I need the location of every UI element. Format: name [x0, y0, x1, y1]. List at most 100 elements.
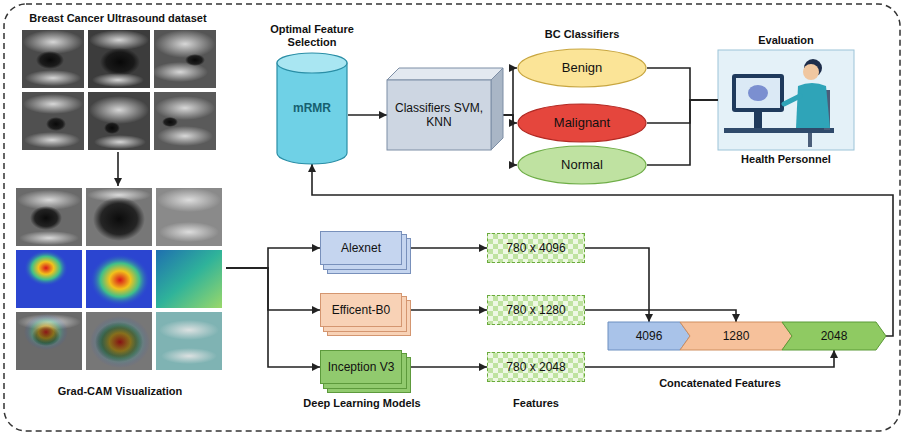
- node-text: Classifiers SVM, KNN: [387, 101, 491, 130]
- gradcam-input: [16, 188, 82, 246]
- heat-spot: [24, 314, 68, 350]
- tissue: [161, 348, 217, 364]
- feature-box: 780 x 2048: [487, 352, 585, 382]
- chair-leg: [808, 133, 812, 147]
- feature-box: 780 x 1280: [487, 295, 585, 325]
- brain-icon: [748, 85, 768, 101]
- node-text: Benign: [562, 60, 602, 76]
- overlay-image: [86, 312, 152, 370]
- lesion: [100, 48, 140, 76]
- node-text: Inception V3: [328, 360, 395, 374]
- tissue: [19, 231, 79, 245]
- lesion: [162, 117, 178, 127]
- connector: [117, 152, 119, 186]
- connector: [226, 268, 320, 367]
- ultrasound-image: [88, 30, 150, 88]
- evaluation-picture: [718, 50, 854, 150]
- person-head: [803, 64, 819, 80]
- ellipse-outline: [518, 146, 646, 184]
- chevron-outline: [608, 322, 690, 350]
- heading-text: Optimal Feature Selection: [257, 23, 367, 49]
- node-text: mRMR: [293, 101, 331, 115]
- tissue: [157, 126, 213, 146]
- cylinder-body: [277, 63, 347, 164]
- node-text: Normal: [561, 157, 603, 173]
- node-shape: [18, 12, 218, 152]
- concat-segment: 4096: [608, 322, 690, 350]
- node-text: Alexnet: [341, 241, 381, 255]
- node-text: 1280: [723, 329, 750, 343]
- class-ellipse: Benign: [517, 48, 647, 88]
- node-shape: [718, 50, 854, 150]
- heat-spot: [24, 250, 68, 286]
- connector: [226, 248, 320, 268]
- desk: [724, 128, 834, 133]
- connector: [647, 100, 718, 123]
- caption-label: BC Classifiers: [545, 28, 620, 41]
- node-text: 2048: [821, 329, 848, 343]
- monitor: [732, 74, 784, 112]
- classifier-box: Classifiers SVM, KNN: [387, 80, 491, 150]
- tissue: [155, 30, 215, 58]
- box-top: [387, 68, 503, 80]
- ellipse-outline: [518, 49, 646, 87]
- overlay-image: [16, 312, 82, 370]
- connector: [226, 268, 320, 310]
- tissue: [24, 132, 80, 148]
- model-box: Inception V3: [320, 350, 402, 384]
- connector: [585, 248, 649, 322]
- node-text: Malignant: [554, 115, 610, 131]
- chevron-outline: [680, 322, 792, 350]
- tissue: [155, 96, 215, 120]
- gradcam-input: [86, 188, 152, 246]
- gradcam-input: [156, 188, 222, 246]
- tissue: [157, 188, 221, 212]
- heading-text: Health Personnel: [741, 153, 831, 166]
- lesion: [30, 206, 62, 230]
- feature-selection-cylinder: Optimal Feature SelectionmRMR: [276, 52, 348, 164]
- tissue: [94, 135, 146, 149]
- ultrasound-image: [22, 30, 84, 88]
- caption-label: Deep Learning Models: [303, 397, 420, 410]
- chevron-outline: [782, 322, 886, 350]
- connector: [647, 100, 718, 165]
- feature-box: 780 x 4096: [487, 233, 585, 263]
- screen: [736, 78, 780, 108]
- ellipse-outline: [518, 104, 646, 142]
- gradcam-panel: Grad-CAM Visualization: [14, 186, 226, 398]
- tissue: [92, 73, 144, 87]
- box-side: [491, 68, 503, 150]
- person-body: [796, 83, 830, 128]
- evaluation-panel: EvaluationHealth Personnel: [718, 50, 854, 150]
- ultrasound-image: [22, 92, 84, 150]
- tissue: [89, 96, 149, 124]
- heatmap: [86, 250, 152, 308]
- tissue: [159, 320, 219, 340]
- heading-text: Evaluation: [758, 34, 814, 47]
- concat-segment: 1280: [680, 322, 792, 350]
- heading-text: Breast Cancer Ultrasound dataset: [29, 12, 206, 25]
- connector: [348, 114, 387, 116]
- tissue: [23, 94, 83, 114]
- connector: [585, 310, 736, 322]
- connector: [402, 309, 487, 311]
- lesion: [36, 51, 64, 69]
- outer-border: [4, 4, 900, 431]
- heatmap: [156, 250, 222, 308]
- lesion: [46, 117, 66, 131]
- caption-label: Concatenated Features: [659, 377, 781, 390]
- node-text: 4096: [636, 329, 663, 343]
- connector: [402, 247, 487, 249]
- node-text: Efficent-B0: [332, 303, 390, 317]
- node-text: 780 x 2048: [506, 360, 565, 374]
- node-text: 780 x 1280: [506, 303, 565, 317]
- tissue: [23, 30, 83, 54]
- cylinder-top: [277, 53, 347, 73]
- connector: [585, 350, 834, 367]
- connector: [312, 164, 893, 336]
- heatmap: [16, 250, 82, 308]
- monitor-stand: [754, 112, 762, 128]
- model-box: Alexnet: [320, 231, 402, 265]
